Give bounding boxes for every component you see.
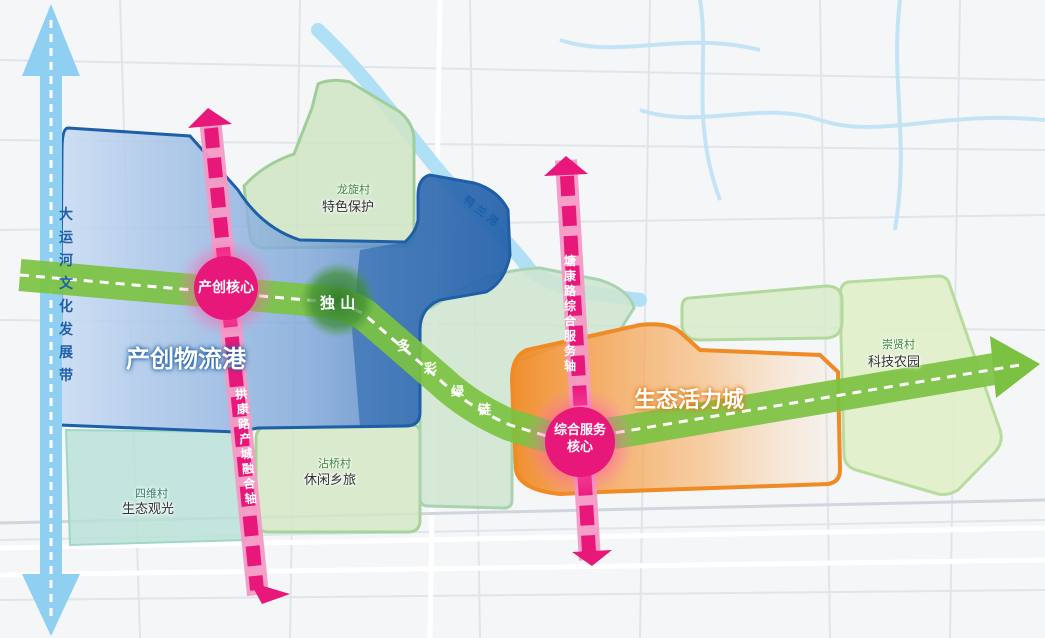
tangkang-axis-label: 塘 康 路 综 合 服 务 轴 (564, 255, 576, 372)
village-theme: 特色保护 (322, 200, 375, 215)
axis-char: 合 (242, 476, 256, 492)
village-name: 龙旋村 (337, 183, 370, 196)
axis-char: 务 (564, 344, 577, 358)
canal-belt-char: 带 (59, 368, 73, 384)
axis-char: 产 (238, 431, 252, 447)
canal-belt-char: 发 (59, 322, 73, 338)
canal-belt-char: 运 (59, 230, 73, 246)
axis-char: 拱 (234, 386, 249, 402)
canal-belt-char: 展 (59, 345, 73, 361)
village-theme: 休闲乡旅 (304, 473, 357, 488)
axis-char: 路 (564, 284, 577, 298)
canal-belt-char: 大 (59, 207, 73, 223)
axis-char: 路 (237, 416, 251, 432)
green-chain-char: 彩 (424, 362, 438, 377)
axis-char: 轴 (564, 359, 577, 373)
axis-char: 城 (240, 446, 254, 462)
axis-char: 康 (564, 269, 577, 283)
axis-char: 综 (564, 299, 577, 313)
axis-char: 轴 (243, 491, 258, 507)
axis-char: 服 (564, 329, 577, 343)
axis-char: 康 (236, 401, 250, 417)
service-core-line: 核心 (566, 440, 593, 455)
green-chain-char: 链 (478, 403, 492, 418)
hill-label: 独 山 (320, 294, 356, 312)
eco-city-label: 生态活力城 (634, 388, 745, 413)
green-chain-char: 多 (397, 339, 411, 354)
village-theme: 生态观光 (122, 502, 175, 517)
innovation-core-label: 产创核心 (198, 280, 254, 296)
village-name: 崇贤村 (882, 338, 915, 351)
axis-char: 合 (564, 314, 577, 328)
port-zone-label: 产创物流港 (126, 345, 246, 373)
service-core-label: 综合服务 核心 (548, 424, 612, 454)
service-core-line: 综合服务 (553, 423, 606, 438)
canal-belt-char: 文 (59, 276, 73, 292)
village-name: 沾桥村 (318, 457, 351, 470)
village-theme: 科技农园 (868, 355, 921, 370)
canal-belt-label: 大 运 河 文 化 发 展 带 (59, 208, 73, 383)
axis-char: 融 (241, 461, 255, 477)
axis-char: 塘 (564, 254, 577, 268)
canal-belt-char: 化 (59, 299, 73, 315)
canal-belt-char: 河 (59, 253, 73, 269)
green-chain-char: 绿 (451, 385, 465, 400)
village-name: 四维村 (135, 487, 168, 500)
